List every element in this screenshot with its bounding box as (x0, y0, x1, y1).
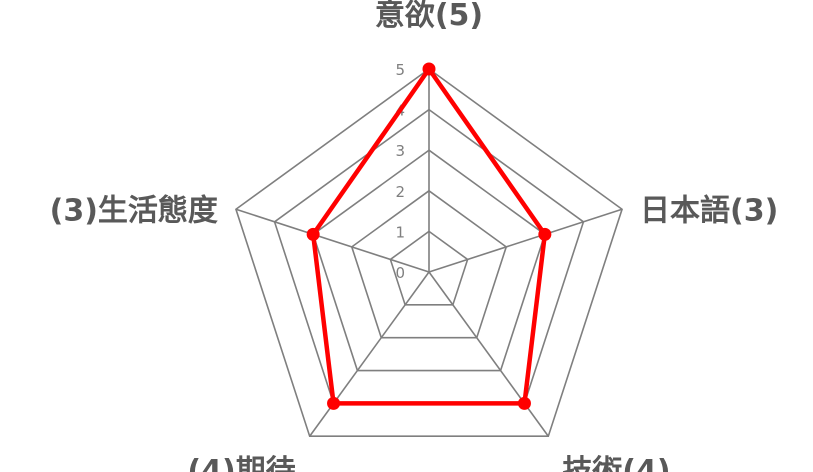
axis-label: (3)生活態度 (50, 193, 218, 228)
series-point (538, 227, 552, 241)
series-point (306, 227, 320, 241)
axis-label: 技術(4) (562, 454, 670, 472)
tick-label: 5 (395, 61, 405, 79)
spoke-4 (235, 208, 430, 273)
tick-label: 3 (395, 142, 405, 160)
axis-label: (4)期待 (187, 454, 295, 472)
grid-layer (234, 68, 624, 438)
axis-label: 日本語(3) (640, 193, 778, 228)
series-point (517, 396, 531, 410)
series-layer (306, 62, 552, 410)
series-point (327, 396, 341, 410)
axis-label-layer: 意欲(5) 日本語(3) 技術(4) (4)期待 (3)生活態度 (50, 0, 779, 472)
spoke-1 (428, 208, 623, 273)
spoke-2 (428, 271, 549, 437)
grid-ring-2 (350, 189, 508, 339)
tick-label: 2 (395, 183, 405, 201)
series-line-0 (310, 66, 548, 406)
tick-label: 0 (395, 264, 405, 282)
axis-label: 意欲(5) (375, 0, 483, 33)
spoke-3 (309, 271, 430, 437)
grid-ring-5 (234, 68, 624, 438)
series-point (422, 62, 436, 76)
grid-ring-1 (389, 230, 469, 306)
tick-label: 1 (395, 223, 405, 241)
grid-ring-3 (312, 149, 546, 372)
